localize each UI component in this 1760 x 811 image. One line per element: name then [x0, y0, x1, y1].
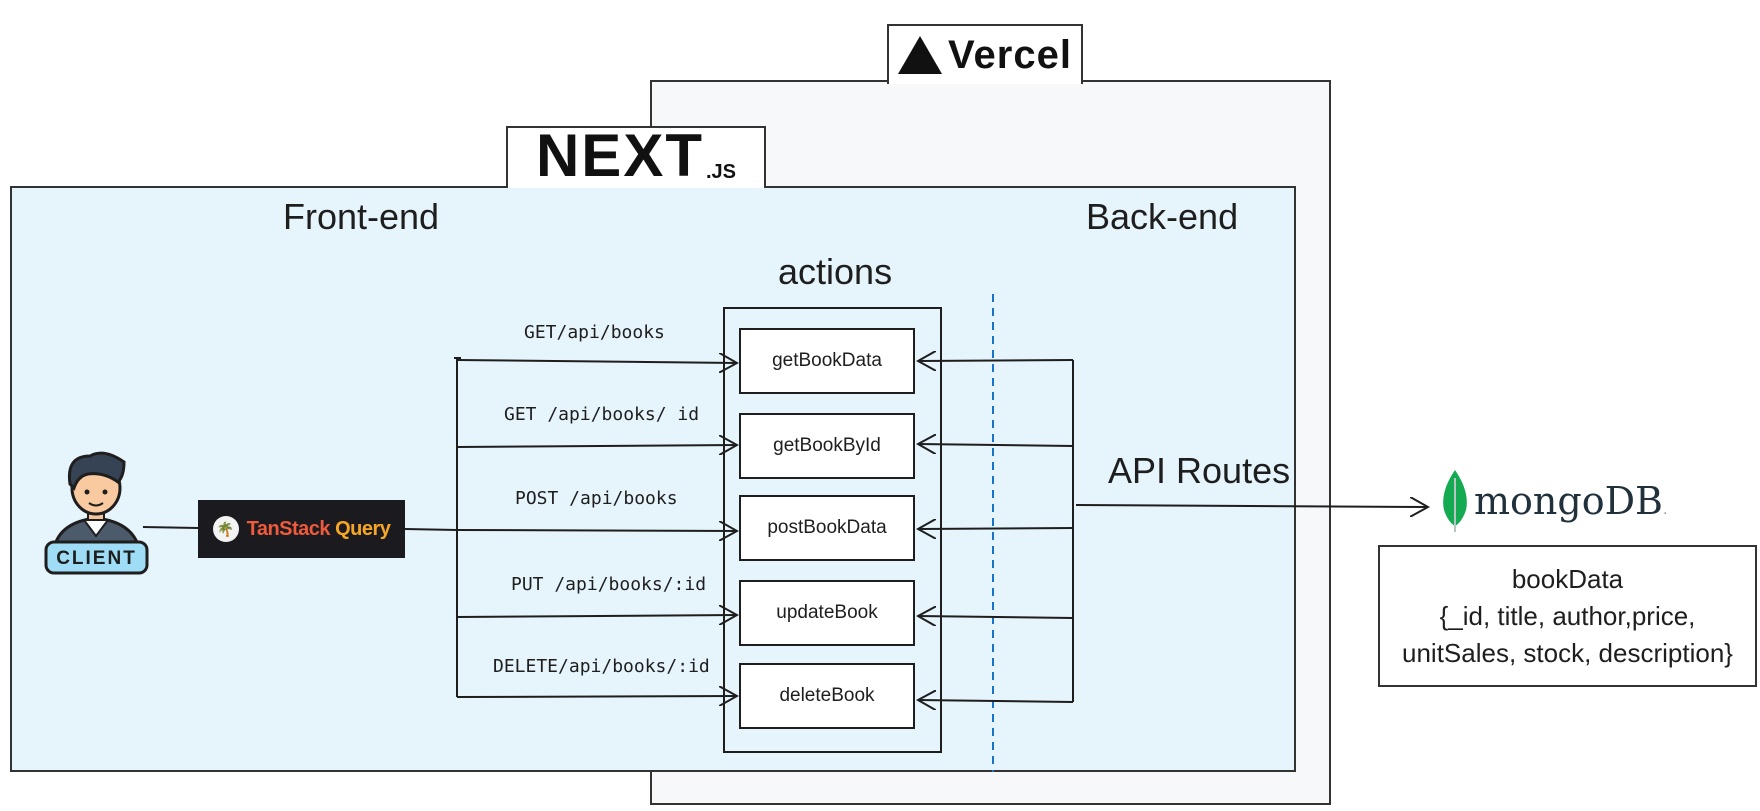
arrow-to-get-book-by-id	[456, 445, 737, 447]
api-arrow-get-book-by-id	[918, 444, 1074, 446]
api-routes-title: API Routes	[1108, 450, 1291, 491]
api-arrow-update-book	[918, 616, 1074, 618]
arrow-to-post-book-data	[456, 530, 737, 531]
collection-fields-line1: {_id, title, author,price,	[1439, 600, 1696, 631]
api-arrow-post-book-data	[918, 528, 1074, 529]
action-delete-book: deleteBook	[739, 663, 915, 729]
api-to-mongodb-arrow	[1075, 505, 1428, 507]
collection-title: bookData	[1511, 563, 1624, 594]
vercel-tab: Vercel	[887, 24, 1083, 84]
nextjs-label: NEXT	[535, 122, 704, 189]
tanstack-palm-icon: 🌴	[212, 516, 239, 542]
tanstack-label: TanStack Query	[246, 517, 391, 540]
mongodb-leaf-icon	[1443, 470, 1467, 532]
route-get-books: GET/api/books	[524, 322, 665, 343]
route-delete-book: DELETE/api/books/:id	[493, 656, 710, 677]
route-get-book-by-id: GET /api/books/ id	[504, 404, 700, 425]
mongodb-label: mongoDB.	[1474, 479, 1668, 523]
api-arrow-delete-book	[918, 700, 1074, 702]
action-get-book-data: getBookData	[739, 328, 915, 394]
actions-title: actions	[778, 251, 893, 292]
action-post-book-data: postBookData	[739, 495, 915, 561]
route-put-book: PUT /api/books/:id	[511, 574, 707, 595]
vercel-label: Vercel	[948, 32, 1072, 77]
api-arrow-get-book-data	[918, 360, 1074, 361]
arrow-to-get-book-data	[456, 360, 737, 363]
frontend-title: Front-end	[283, 196, 440, 237]
collection-fields-line2: unitSales, stock, description}	[1402, 637, 1733, 668]
backend-title: Back-end	[1086, 196, 1239, 237]
action-get-book-by-id: getBookById	[739, 413, 915, 479]
nextjs-tab: NEXT .JS	[506, 126, 766, 188]
tanstack-query-badge: 🌴 TanStack Query	[198, 500, 405, 558]
mongodb-logo: mongoDB.	[1474, 466, 1714, 536]
query-to-trunk-line	[404, 528, 458, 531]
nextjs-suffix: .JS	[706, 161, 737, 183]
vercel-triangle-icon	[898, 36, 943, 74]
client-to-query-line	[142, 526, 199, 529]
route-post-books: POST /api/books	[515, 488, 678, 509]
arrow-to-update-book	[456, 615, 737, 617]
action-update-book: updateBook	[739, 580, 915, 646]
arrow-to-delete-book	[456, 696, 737, 697]
book-data-collection: bookData {_id, title, author,price, unit…	[1378, 545, 1757, 687]
client-badge	[44, 540, 149, 575]
client-badge-label: CLIENT	[56, 548, 137, 569]
